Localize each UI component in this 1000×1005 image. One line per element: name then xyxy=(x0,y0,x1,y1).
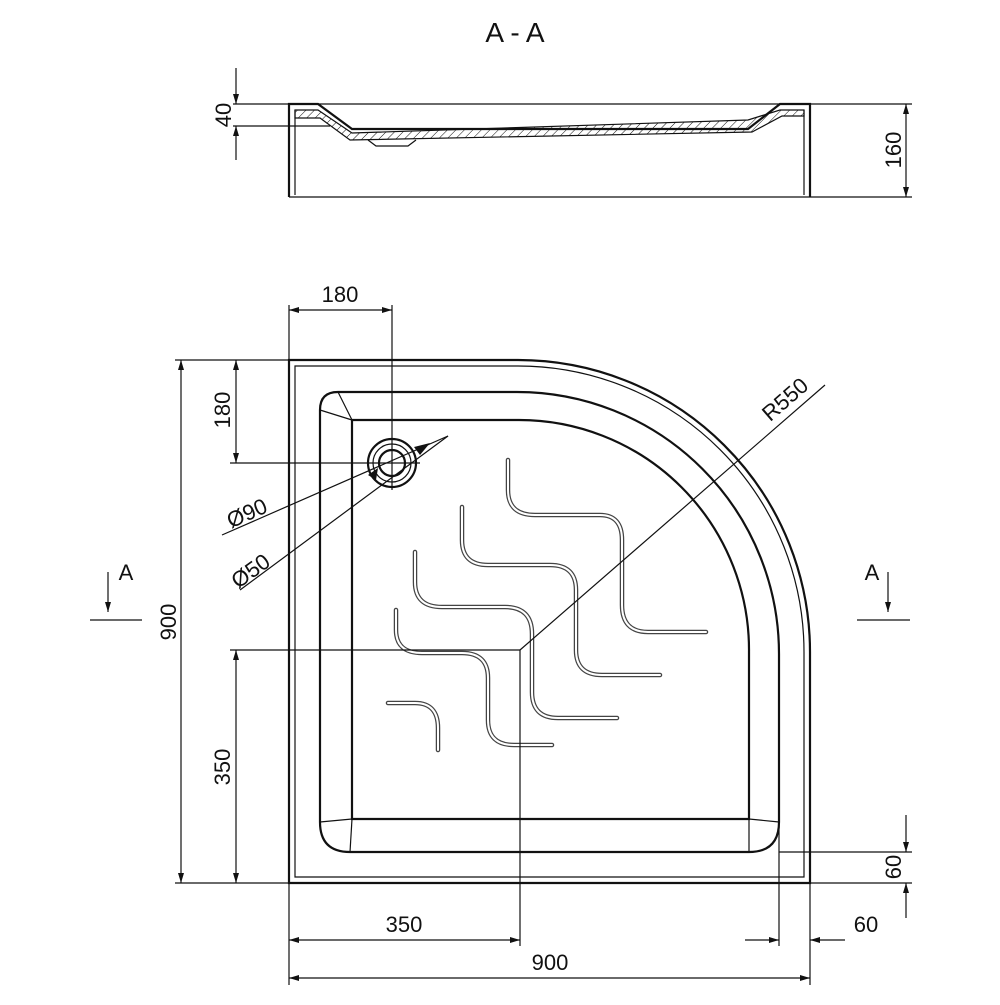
svg-text:60: 60 xyxy=(881,855,906,879)
dim-center-offset-x: 350 xyxy=(288,650,521,985)
dim-rim-width-right: 60 xyxy=(779,815,912,918)
svg-text:40: 40 xyxy=(211,103,236,127)
svg-text:Ø90: Ø90 xyxy=(223,493,271,533)
section-title: A - A xyxy=(485,17,544,48)
dim-rim-width-bottom: 60 xyxy=(745,822,878,946)
section-marker-right: A xyxy=(857,560,910,621)
svg-text:350: 350 xyxy=(386,912,423,937)
section-view xyxy=(287,102,812,198)
svg-text:A: A xyxy=(119,560,134,585)
dim-drain-offset-x: 180 xyxy=(288,282,393,490)
svg-text:R550: R550 xyxy=(757,373,813,426)
svg-text:180: 180 xyxy=(322,282,359,307)
svg-text:60: 60 xyxy=(854,912,878,937)
dim-total-height: 160 xyxy=(810,103,912,198)
dim-drain-offset-y: 180 xyxy=(210,360,420,464)
section-marker-left: A xyxy=(90,560,142,621)
anti-slip-grooves xyxy=(385,457,709,753)
plan-view xyxy=(287,358,812,885)
dim-overall-width: 900 xyxy=(289,883,811,985)
dim-rim-height: 40 xyxy=(211,68,330,160)
svg-text:900: 900 xyxy=(156,604,181,641)
svg-text:180: 180 xyxy=(210,392,235,429)
dim-center-offset-y: 350 xyxy=(210,649,520,883)
svg-text:A: A xyxy=(865,560,880,585)
svg-text:900: 900 xyxy=(532,950,569,975)
dim-radius: R550 xyxy=(519,373,826,651)
svg-text:160: 160 xyxy=(881,132,906,169)
svg-text:Ø50: Ø50 xyxy=(226,549,274,594)
svg-text:350: 350 xyxy=(210,749,235,786)
dim-overall-height: 900 xyxy=(156,359,289,884)
